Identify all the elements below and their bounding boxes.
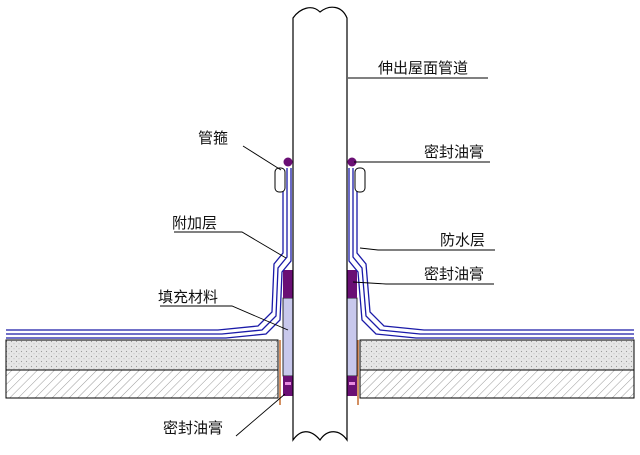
label-sealant-mid: 密封油膏 <box>424 265 484 283</box>
roof-slab-left <box>5 369 279 399</box>
sealant-mid-right <box>347 270 357 298</box>
roof-slab-right <box>359 369 635 399</box>
sealant-mid-left <box>283 270 293 298</box>
sealant-top-left <box>283 157 293 167</box>
label-filler: 填充材料 <box>158 288 218 306</box>
clamp-left <box>274 167 286 193</box>
waterproof-layer-left <box>6 168 292 339</box>
label-clamp: 管箍 <box>198 129 228 147</box>
pipe <box>292 6 348 442</box>
label-additional-layer: 附加层 <box>172 214 217 232</box>
filler-left <box>282 297 294 377</box>
label-sealant-top: 密封油膏 <box>424 143 484 161</box>
sealant-top-right <box>347 157 357 167</box>
filler-right <box>346 297 358 377</box>
waterproof-layer-right <box>348 168 634 339</box>
label-sealant-bottom: 密封油膏 <box>163 419 223 437</box>
sealant-highlight-left <box>285 382 291 385</box>
clamp-right <box>354 167 366 193</box>
sealant-bottom-right <box>347 376 357 396</box>
label-waterproof-layer: 防水层 <box>440 231 485 249</box>
sealant-bottom-left <box>283 376 293 396</box>
leader-lines <box>160 77 495 437</box>
label-pipe: 伸出屋面管道 <box>378 59 468 77</box>
screed-layer-left <box>5 339 279 371</box>
sealant-highlight-right <box>349 382 355 385</box>
screed-layer-right <box>359 339 635 371</box>
